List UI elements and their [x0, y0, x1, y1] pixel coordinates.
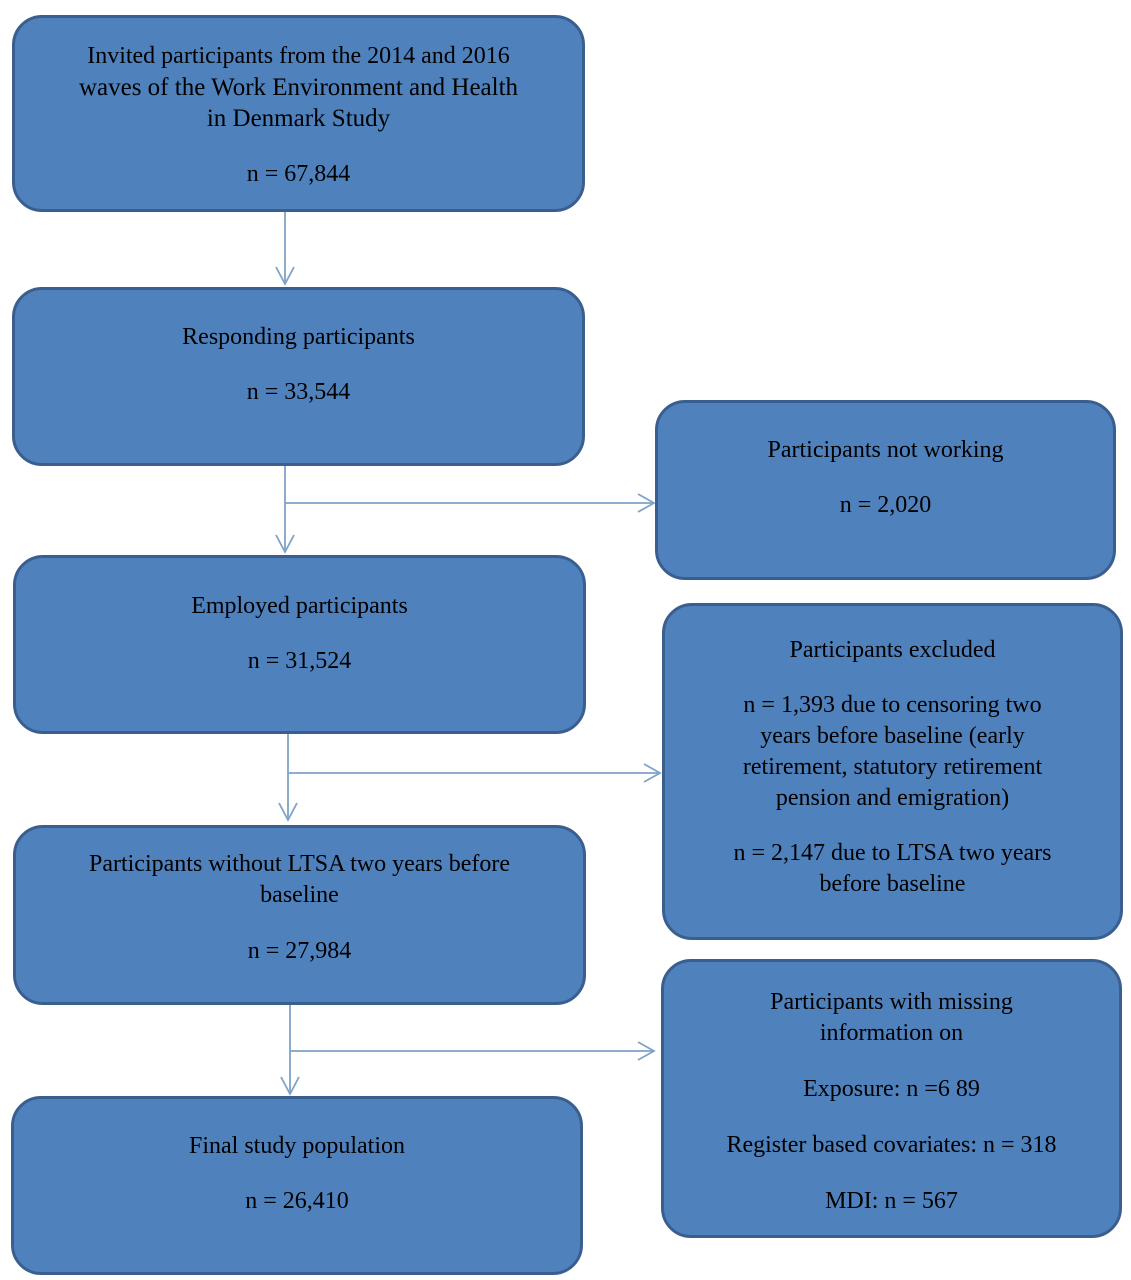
arrowhead-missing: [637, 1041, 656, 1061]
responding-title: Responding participants: [182, 324, 415, 350]
box-employed-participants: Employed participants n = 31,524: [13, 555, 586, 734]
not-working-count: n = 2,020: [839, 492, 932, 518]
arrowhead-without-ltsa: [278, 802, 298, 822]
box-responding-participants: Responding participants n = 33,544: [12, 287, 585, 466]
box-invited-participants: Invited participants from the 2014 and 2…: [12, 15, 585, 212]
excluded-reason2-line2: before baseline: [819, 871, 966, 897]
excluded-reason1-line1: n = 1,393 due to censoring two: [743, 692, 1042, 718]
excluded-reason2-line1: n = 2,147 due to LTSA two years: [733, 840, 1052, 866]
invited-title-line2: waves of the Work Environment and Health: [78, 74, 519, 101]
box-final-study-population: Final study population n = 26,410: [11, 1096, 583, 1275]
without-ltsa-count: n = 27,984: [247, 938, 352, 964]
without-ltsa-title-line2: baseline: [260, 882, 339, 908]
arrowhead-final: [280, 1076, 300, 1096]
without-ltsa-title-line1: Participants without LTSA two years befo…: [88, 851, 511, 877]
box-participants-excluded: Participants excluded n = 1,393 due to c…: [662, 603, 1123, 940]
missing-mdi: MDI: n = 567: [825, 1188, 958, 1214]
invited-count: n = 67,844: [246, 161, 351, 187]
box-participants-missing-information: Participants with missing information on…: [661, 959, 1122, 1238]
excluded-reason1-line4: pension and emigration): [775, 785, 1010, 811]
arrowhead-employed: [275, 534, 295, 554]
box-participants-without-ltsa: Participants without LTSA two years befo…: [13, 825, 586, 1005]
missing-title-line2: information on: [819, 1020, 964, 1046]
employed-title: Employed participants: [191, 593, 408, 619]
employed-count: n = 31,524: [247, 648, 352, 674]
final-title: Final study population: [189, 1133, 405, 1159]
final-count: n = 26,410: [245, 1188, 349, 1214]
arrowhead-responding: [275, 266, 295, 286]
invited-title-line3: in Denmark Study: [206, 105, 391, 132]
box-participants-not-working: Participants not working n = 2,020: [655, 400, 1116, 580]
excluded-reason1-line2: years before baseline (early: [760, 723, 1025, 749]
missing-exposure: Exposure: n =6 89: [803, 1076, 980, 1102]
missing-title-line1: Participants with missing: [770, 989, 1013, 1015]
responding-count: n = 33,544: [246, 379, 351, 405]
excluded-title: Participants excluded: [789, 637, 996, 663]
not-working-title: Participants not working: [767, 437, 1004, 463]
arrowhead-excluded: [643, 763, 662, 783]
excluded-reason1-line3: retirement, statutory retirement: [742, 754, 1043, 780]
arrowhead-not-working: [637, 493, 656, 513]
invited-title-line1: Invited participants from the 2014 and 2…: [87, 43, 510, 69]
missing-register-covariates: Register based covariates: n = 318: [726, 1132, 1057, 1158]
